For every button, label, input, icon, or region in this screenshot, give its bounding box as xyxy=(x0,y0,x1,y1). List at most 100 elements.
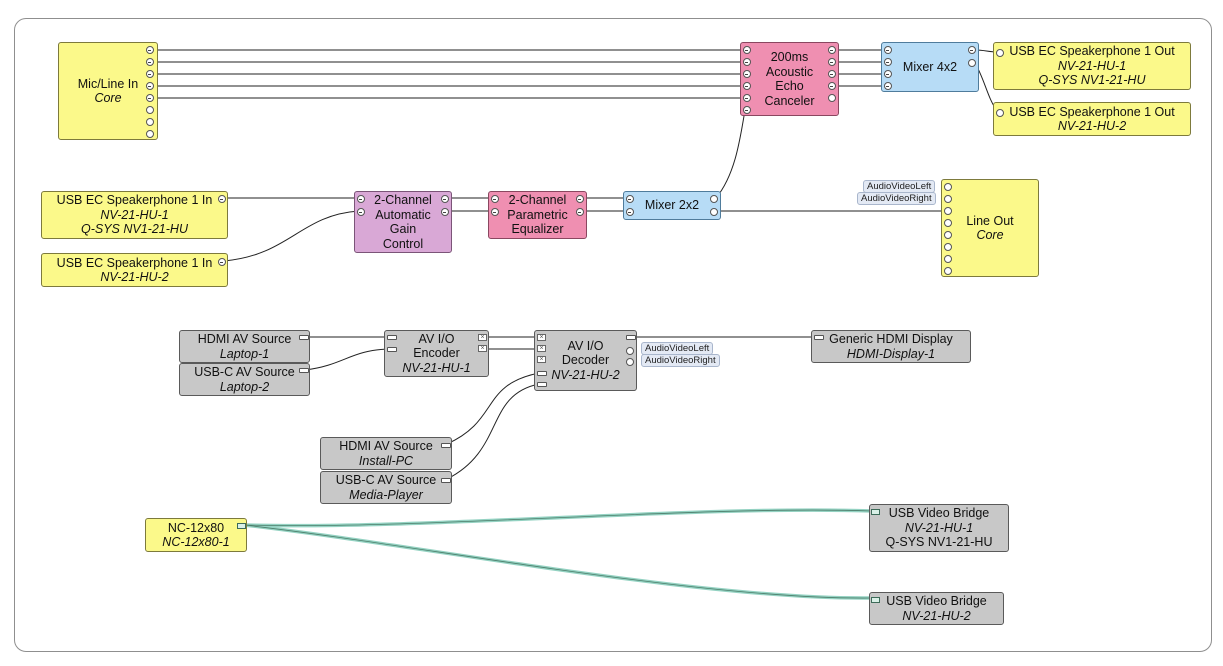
block-line: Equalizer xyxy=(511,222,564,237)
network-output-pin[interactable] xyxy=(237,523,246,529)
usb-speakerphone-in-2-block[interactable]: USB EC Speakerphone 1 In NV-21-HU-2 xyxy=(41,253,228,287)
output-pin[interactable] xyxy=(576,195,584,203)
block-line: Automatic xyxy=(375,207,431,222)
mic-line-in-block[interactable]: Mic/Line In Core xyxy=(58,42,158,140)
stream-input-pin[interactable]: × xyxy=(537,356,546,363)
output-pin[interactable] xyxy=(968,46,976,54)
usbc-av-source-media-player-block[interactable]: USB-C AV Source Media-Player xyxy=(320,471,452,504)
stream-output-pin[interactable]: × xyxy=(478,345,487,352)
video-input-pin[interactable] xyxy=(814,335,824,340)
reference-input-pin[interactable] xyxy=(743,106,751,114)
stream-input-pin[interactable]: × xyxy=(537,345,546,352)
usb-video-bridge-1-block[interactable]: USB Video Bridge NV-21-HU-1 Q-SYS NV1-21… xyxy=(869,504,1009,552)
output-pin[interactable] xyxy=(828,58,836,66)
output-pin[interactable] xyxy=(828,94,836,102)
input-pin[interactable] xyxy=(944,231,952,239)
network-input-pin[interactable] xyxy=(871,509,880,515)
input-pin[interactable] xyxy=(944,219,952,227)
stream-input-pin[interactable]: × xyxy=(537,334,546,341)
input-pin[interactable] xyxy=(743,70,751,78)
output-pin[interactable] xyxy=(828,46,836,54)
video-output-pin[interactable] xyxy=(626,335,636,340)
output-pin[interactable] xyxy=(710,195,718,203)
mixer-2x2-block[interactable]: Mixer 2x2 xyxy=(623,191,721,220)
input-pin[interactable] xyxy=(944,243,952,251)
output-pin[interactable] xyxy=(828,70,836,78)
output-pin[interactable] xyxy=(146,94,154,102)
input-pin[interactable] xyxy=(884,82,892,90)
input-pin[interactable] xyxy=(743,58,751,66)
output-pin[interactable] xyxy=(146,58,154,66)
input-pin[interactable] xyxy=(743,46,751,54)
output-pin[interactable] xyxy=(146,118,154,126)
input-pin[interactable] xyxy=(944,267,952,275)
mixer-4x2-block[interactable]: Mixer 4x2 xyxy=(881,42,979,92)
output-pin[interactable] xyxy=(146,70,154,78)
output-pin[interactable] xyxy=(146,46,154,54)
block-title: NC-12x80 xyxy=(167,520,225,535)
nc-12x80-camera-block[interactable]: NC-12x80 NC-12x80-1 xyxy=(145,518,247,552)
video-output-pin[interactable] xyxy=(299,335,309,340)
acoustic-echo-canceler-block[interactable]: 200ms Acoustic Echo Canceler xyxy=(740,42,839,116)
input-pin[interactable] xyxy=(357,195,365,203)
video-output-pin[interactable] xyxy=(299,368,309,373)
input-pin[interactable] xyxy=(491,195,499,203)
input-pin[interactable] xyxy=(884,46,892,54)
audio-output-pin[interactable] xyxy=(626,358,634,366)
input-pin[interactable] xyxy=(743,94,751,102)
parametric-equalizer-block[interactable]: 2-Channel Parametric Equalizer xyxy=(488,191,587,239)
input-pin[interactable] xyxy=(743,82,751,90)
network-input-pin[interactable] xyxy=(871,597,880,603)
video-input-pin[interactable] xyxy=(537,382,547,387)
output-pin[interactable] xyxy=(146,130,154,138)
signal-tag[interactable]: AudioVideoRight xyxy=(857,192,936,205)
video-input-pin[interactable] xyxy=(387,347,397,352)
output-pin[interactable] xyxy=(146,106,154,114)
video-input-pin[interactable] xyxy=(387,335,397,340)
output-pin[interactable] xyxy=(576,208,584,216)
generic-hdmi-display-block[interactable]: Generic HDMI Display HDMI-Display-1 xyxy=(811,330,971,363)
video-output-pin[interactable] xyxy=(441,443,451,448)
line-out-block[interactable]: Line Out Core xyxy=(941,179,1039,277)
block-line: Control xyxy=(382,236,424,251)
usb-speakerphone-out-2-block[interactable]: USB EC Speakerphone 1 Out NV-21-HU-2 xyxy=(993,102,1191,136)
input-pin[interactable] xyxy=(357,208,365,216)
output-pin[interactable] xyxy=(968,59,976,67)
input-pin[interactable] xyxy=(996,49,1004,57)
input-pin[interactable] xyxy=(884,70,892,78)
hdmi-av-source-laptop-block[interactable]: HDMI AV Source Laptop-1 xyxy=(179,330,310,363)
output-pin[interactable] xyxy=(146,82,154,90)
input-pin[interactable] xyxy=(626,195,634,203)
signal-tag[interactable]: AudioVideoRight xyxy=(641,354,720,367)
automatic-gain-control-block[interactable]: 2-Channel Automatic Gain Control xyxy=(354,191,452,253)
output-pin[interactable] xyxy=(828,82,836,90)
video-output-pin[interactable] xyxy=(441,478,451,483)
hdmi-av-source-install-pc-block[interactable]: HDMI AV Source Install-PC xyxy=(320,437,452,470)
usb-speakerphone-in-1-block[interactable]: USB EC Speakerphone 1 In NV-21-HU-1 Q-SY… xyxy=(41,191,228,239)
input-pin[interactable] xyxy=(996,109,1004,117)
video-input-pin[interactable] xyxy=(537,371,547,376)
block-title: AV I/O xyxy=(418,331,455,346)
input-pin[interactable] xyxy=(491,208,499,216)
av-io-encoder-block[interactable]: AV I/O Encoder NV-21-HU-1 × × xyxy=(384,330,489,377)
input-pin[interactable] xyxy=(944,183,952,191)
block-title: USB EC Speakerphone 1 Out xyxy=(1009,104,1175,119)
input-pin[interactable] xyxy=(944,195,952,203)
output-pin[interactable] xyxy=(218,195,226,203)
output-pin[interactable] xyxy=(710,208,718,216)
usb-video-bridge-2-block[interactable]: USB Video Bridge NV-21-HU-2 xyxy=(869,592,1004,625)
output-pin[interactable] xyxy=(218,258,226,266)
av-io-decoder-block[interactable]: AV I/O Decoder NV-21-HU-2 × × × xyxy=(534,330,637,391)
usbc-av-source-laptop-block[interactable]: USB-C AV Source Laptop-2 xyxy=(179,363,310,396)
input-pin[interactable] xyxy=(944,255,952,263)
input-pin[interactable] xyxy=(626,208,634,216)
output-pin[interactable] xyxy=(441,195,449,203)
stream-output-pin[interactable]: × xyxy=(478,334,487,341)
audio-output-pin[interactable] xyxy=(626,347,634,355)
block-subtitle: NV-21-HU-1 xyxy=(904,520,974,535)
input-pin[interactable] xyxy=(884,58,892,66)
output-pin[interactable] xyxy=(441,208,449,216)
block-title: Mixer 4x2 xyxy=(902,59,958,74)
usb-speakerphone-out-1-block[interactable]: USB EC Speakerphone 1 Out NV-21-HU-1 Q-S… xyxy=(993,42,1191,90)
input-pin[interactable] xyxy=(944,207,952,215)
